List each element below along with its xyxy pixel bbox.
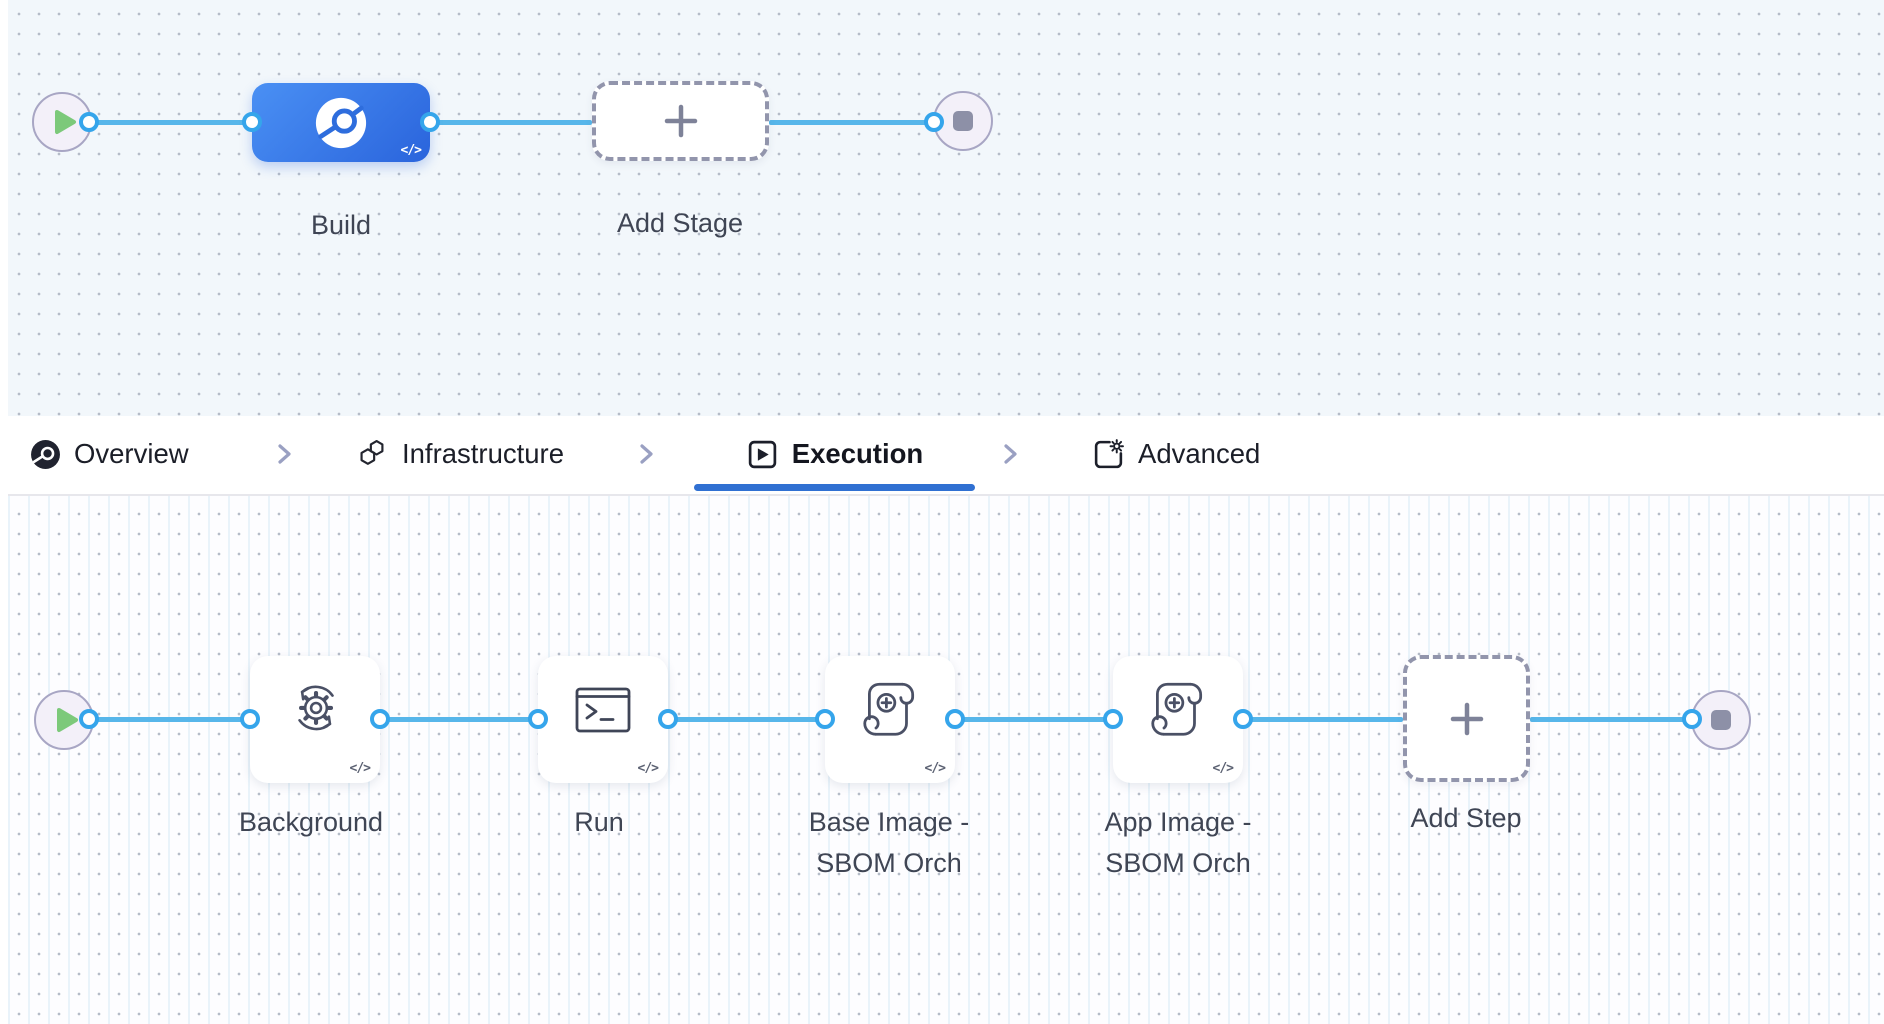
chevron-right-icon [640, 444, 653, 464]
stage-node-build[interactable]: </> [252, 83, 430, 162]
port-base-image-out[interactable] [945, 709, 965, 729]
edge [955, 717, 1113, 722]
chevron-right-icon [278, 444, 291, 464]
execution-graph-canvas[interactable]: </> </> [0, 496, 1884, 1024]
edge [89, 717, 250, 722]
add-step-button[interactable] [1403, 655, 1530, 782]
port-build-out[interactable] [420, 112, 440, 132]
step-label-base-image-sbom: Base Image - SBOM Orch [808, 807, 970, 878]
step-card-run[interactable]: </> [538, 656, 668, 783]
plus-icon [664, 104, 697, 138]
chevron-right-icon [1004, 444, 1017, 464]
port-end-in[interactable] [924, 112, 944, 132]
canvas-left-gutter [0, 0, 8, 1024]
tab-label: Advanced [1138, 438, 1261, 469]
port-app-image-in[interactable] [1103, 709, 1123, 729]
edge-addstage-to-end [769, 120, 934, 125]
port-run-out[interactable] [658, 709, 678, 729]
stage-config-tabs: Overview Infrastructure [0, 416, 1884, 496]
scroll-plus-icon [863, 682, 915, 736]
play-square-icon [748, 440, 776, 468]
stage-disc-icon [31, 439, 60, 469]
port-start-out[interactable] [79, 709, 99, 729]
add-step-label: Add Step [1410, 803, 1522, 833]
add-stage-label: Add Stage [616, 208, 744, 238]
step-label-background: Background [238, 807, 384, 837]
port-end-in[interactable] [1682, 709, 1702, 729]
stop-icon [953, 111, 973, 131]
port-background-out[interactable] [370, 709, 390, 729]
step-card-base-image-sbom[interactable]: </> [825, 656, 955, 783]
play-icon [54, 110, 76, 134]
tab-execution[interactable]: Execution [694, 416, 975, 492]
tab-label: Overview [74, 438, 189, 469]
terminal-icon [575, 687, 631, 733]
port-base-image-in[interactable] [815, 709, 835, 729]
active-tab-underline [694, 484, 975, 491]
code-view-badge: </> [349, 761, 372, 776]
port-app-image-out[interactable] [1233, 709, 1253, 729]
port-background-in[interactable] [240, 709, 260, 729]
breadcrumb-separator [272, 416, 296, 492]
code-view-badge: </> [637, 761, 660, 776]
tab-label: Execution [791, 438, 924, 469]
edge [1530, 717, 1692, 722]
code-view-badge: </> [924, 761, 947, 776]
tab-overview[interactable]: Overview [30, 416, 189, 492]
ci-stage-icon [315, 97, 367, 148]
tab-infrastructure[interactable]: Infrastructure [356, 416, 564, 492]
edge [380, 717, 538, 722]
stop-icon [1711, 710, 1731, 730]
step-label-app-image-sbom: App Image - SBOM Orch [1104, 807, 1252, 878]
code-view-badge: </> [400, 143, 423, 158]
breadcrumb-separator [998, 416, 1022, 492]
tab-advanced[interactable]: Advanced [1092, 416, 1260, 492]
code-view-badge: </> [1212, 761, 1235, 776]
port-build-in[interactable] [242, 112, 262, 132]
play-icon [56, 708, 78, 732]
breadcrumb-separator [634, 416, 658, 492]
tab-label: Infrastructure [402, 438, 565, 469]
stage-graph-canvas[interactable]: </> Build Add Stage [0, 0, 1884, 416]
scroll-plus-icon [1151, 682, 1203, 736]
port-start-out[interactable] [79, 112, 99, 132]
plus-icon [1450, 702, 1483, 735]
step-label-run: Run [574, 807, 624, 837]
edge-build-to-addstage [430, 120, 592, 125]
step-card-background[interactable]: </> [250, 656, 380, 783]
gear-sync-icon [298, 685, 334, 731]
edge [1243, 717, 1403, 722]
hexagons-icon [360, 439, 384, 465]
step-card-app-image-sbom[interactable]: </> [1113, 656, 1243, 783]
gear-square-icon [1094, 438, 1124, 468]
edge [668, 717, 825, 722]
add-stage-button[interactable] [592, 81, 769, 161]
stage-label-build: Build [310, 210, 372, 240]
port-run-in[interactable] [528, 709, 548, 729]
edge-start-to-build [89, 120, 252, 125]
